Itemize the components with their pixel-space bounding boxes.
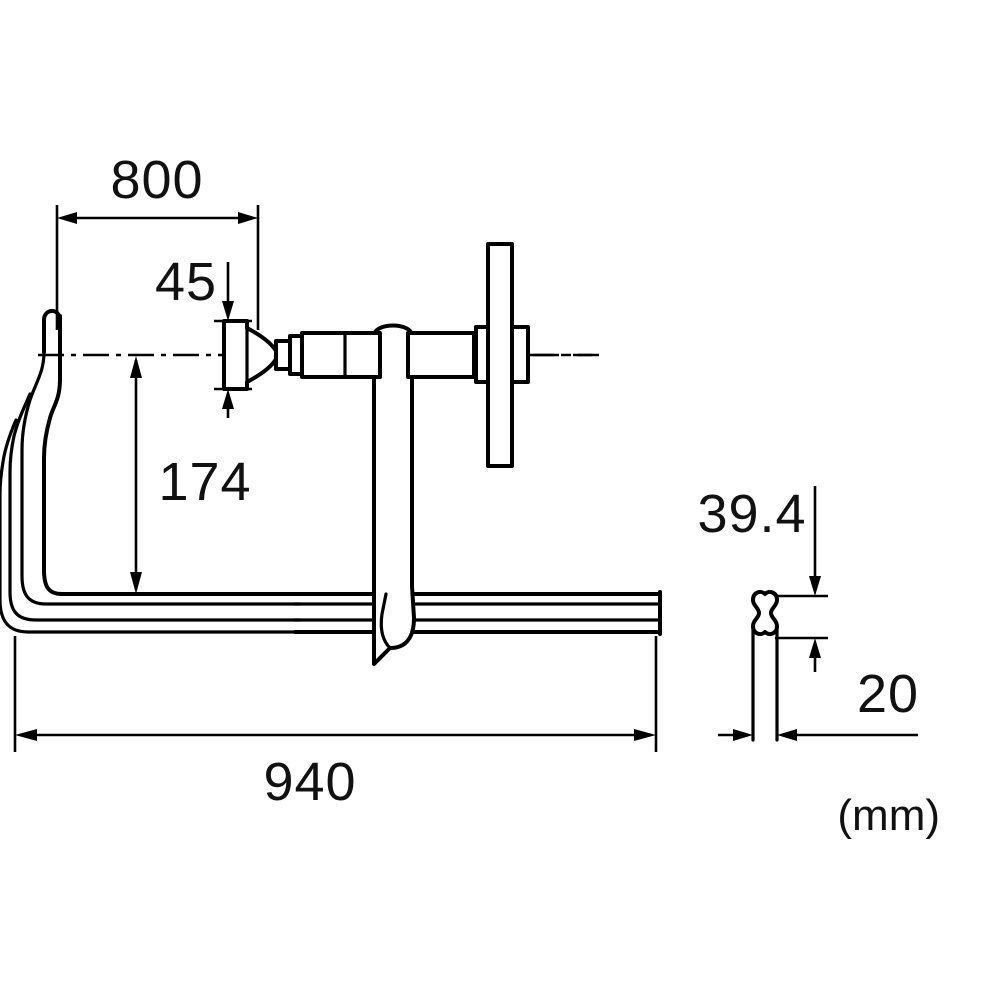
dim-940-label: 940 [263, 752, 356, 812]
side-elevation-view: 800 45 174 940 [0, 150, 662, 812]
dim-800-label: 800 [110, 150, 203, 210]
dim-394-label: 39.4 [697, 484, 806, 544]
sliding-arm [372, 323, 416, 666]
swivel-pressure-pad [222, 319, 304, 391]
pad-neck [274, 339, 292, 371]
dim-800-arrow-left [57, 212, 77, 224]
dimension-800: 800 [55, 150, 260, 330]
sliding-arm-notch [379, 592, 392, 650]
dim-45-label: 45 [155, 252, 217, 312]
dim-20-arrow-left [733, 729, 753, 741]
dimension-940: 940 [13, 636, 658, 812]
dim-20-label: 20 [857, 664, 919, 724]
unit-label: (mm) [837, 791, 940, 840]
rail-cross-section-view: 39.4 20 [697, 484, 919, 742]
dim-174-arrow-top [130, 356, 142, 378]
tommy-bar-handle [486, 242, 514, 468]
rail-section-profile [751, 590, 779, 636]
dim-20-arrow-right [777, 729, 797, 741]
dim-45-arrow-top [222, 301, 234, 321]
fixed-jaw-contour-2 [20, 350, 302, 606]
dim-394-arrow-bottom [809, 638, 821, 658]
dim-45-arrow-bottom [222, 389, 234, 409]
dim-940-arrow-right [634, 729, 656, 741]
spindle-shaft-left [300, 331, 382, 379]
fixed-jaw-contour-1 [42, 314, 302, 596]
pressure-pad-body [222, 319, 278, 391]
fixed-jaw-tip [42, 309, 62, 322]
handle-bar [486, 242, 514, 468]
dim-800-arrow-right [238, 212, 258, 224]
dimension-45: 45 [155, 252, 252, 418]
spindle-shaft-right [406, 331, 476, 379]
dimension-39-4: 39.4 [697, 484, 828, 672]
dim-174-arrow-bottom [130, 572, 142, 594]
dim-940-arrow-left [15, 729, 37, 741]
dim-394-arrow-top [809, 576, 821, 596]
guide-rail [293, 590, 662, 636]
fixed-jaw-contour-3 [8, 392, 302, 622]
fixed-jaw [0, 309, 302, 634]
dim-174-label: 174 [158, 452, 251, 512]
dimension-20: 20 [718, 664, 919, 741]
sliding-arm-body [372, 323, 416, 666]
dimension-174: 174 [130, 356, 251, 594]
fixed-jaw-contour-4 [0, 418, 302, 634]
